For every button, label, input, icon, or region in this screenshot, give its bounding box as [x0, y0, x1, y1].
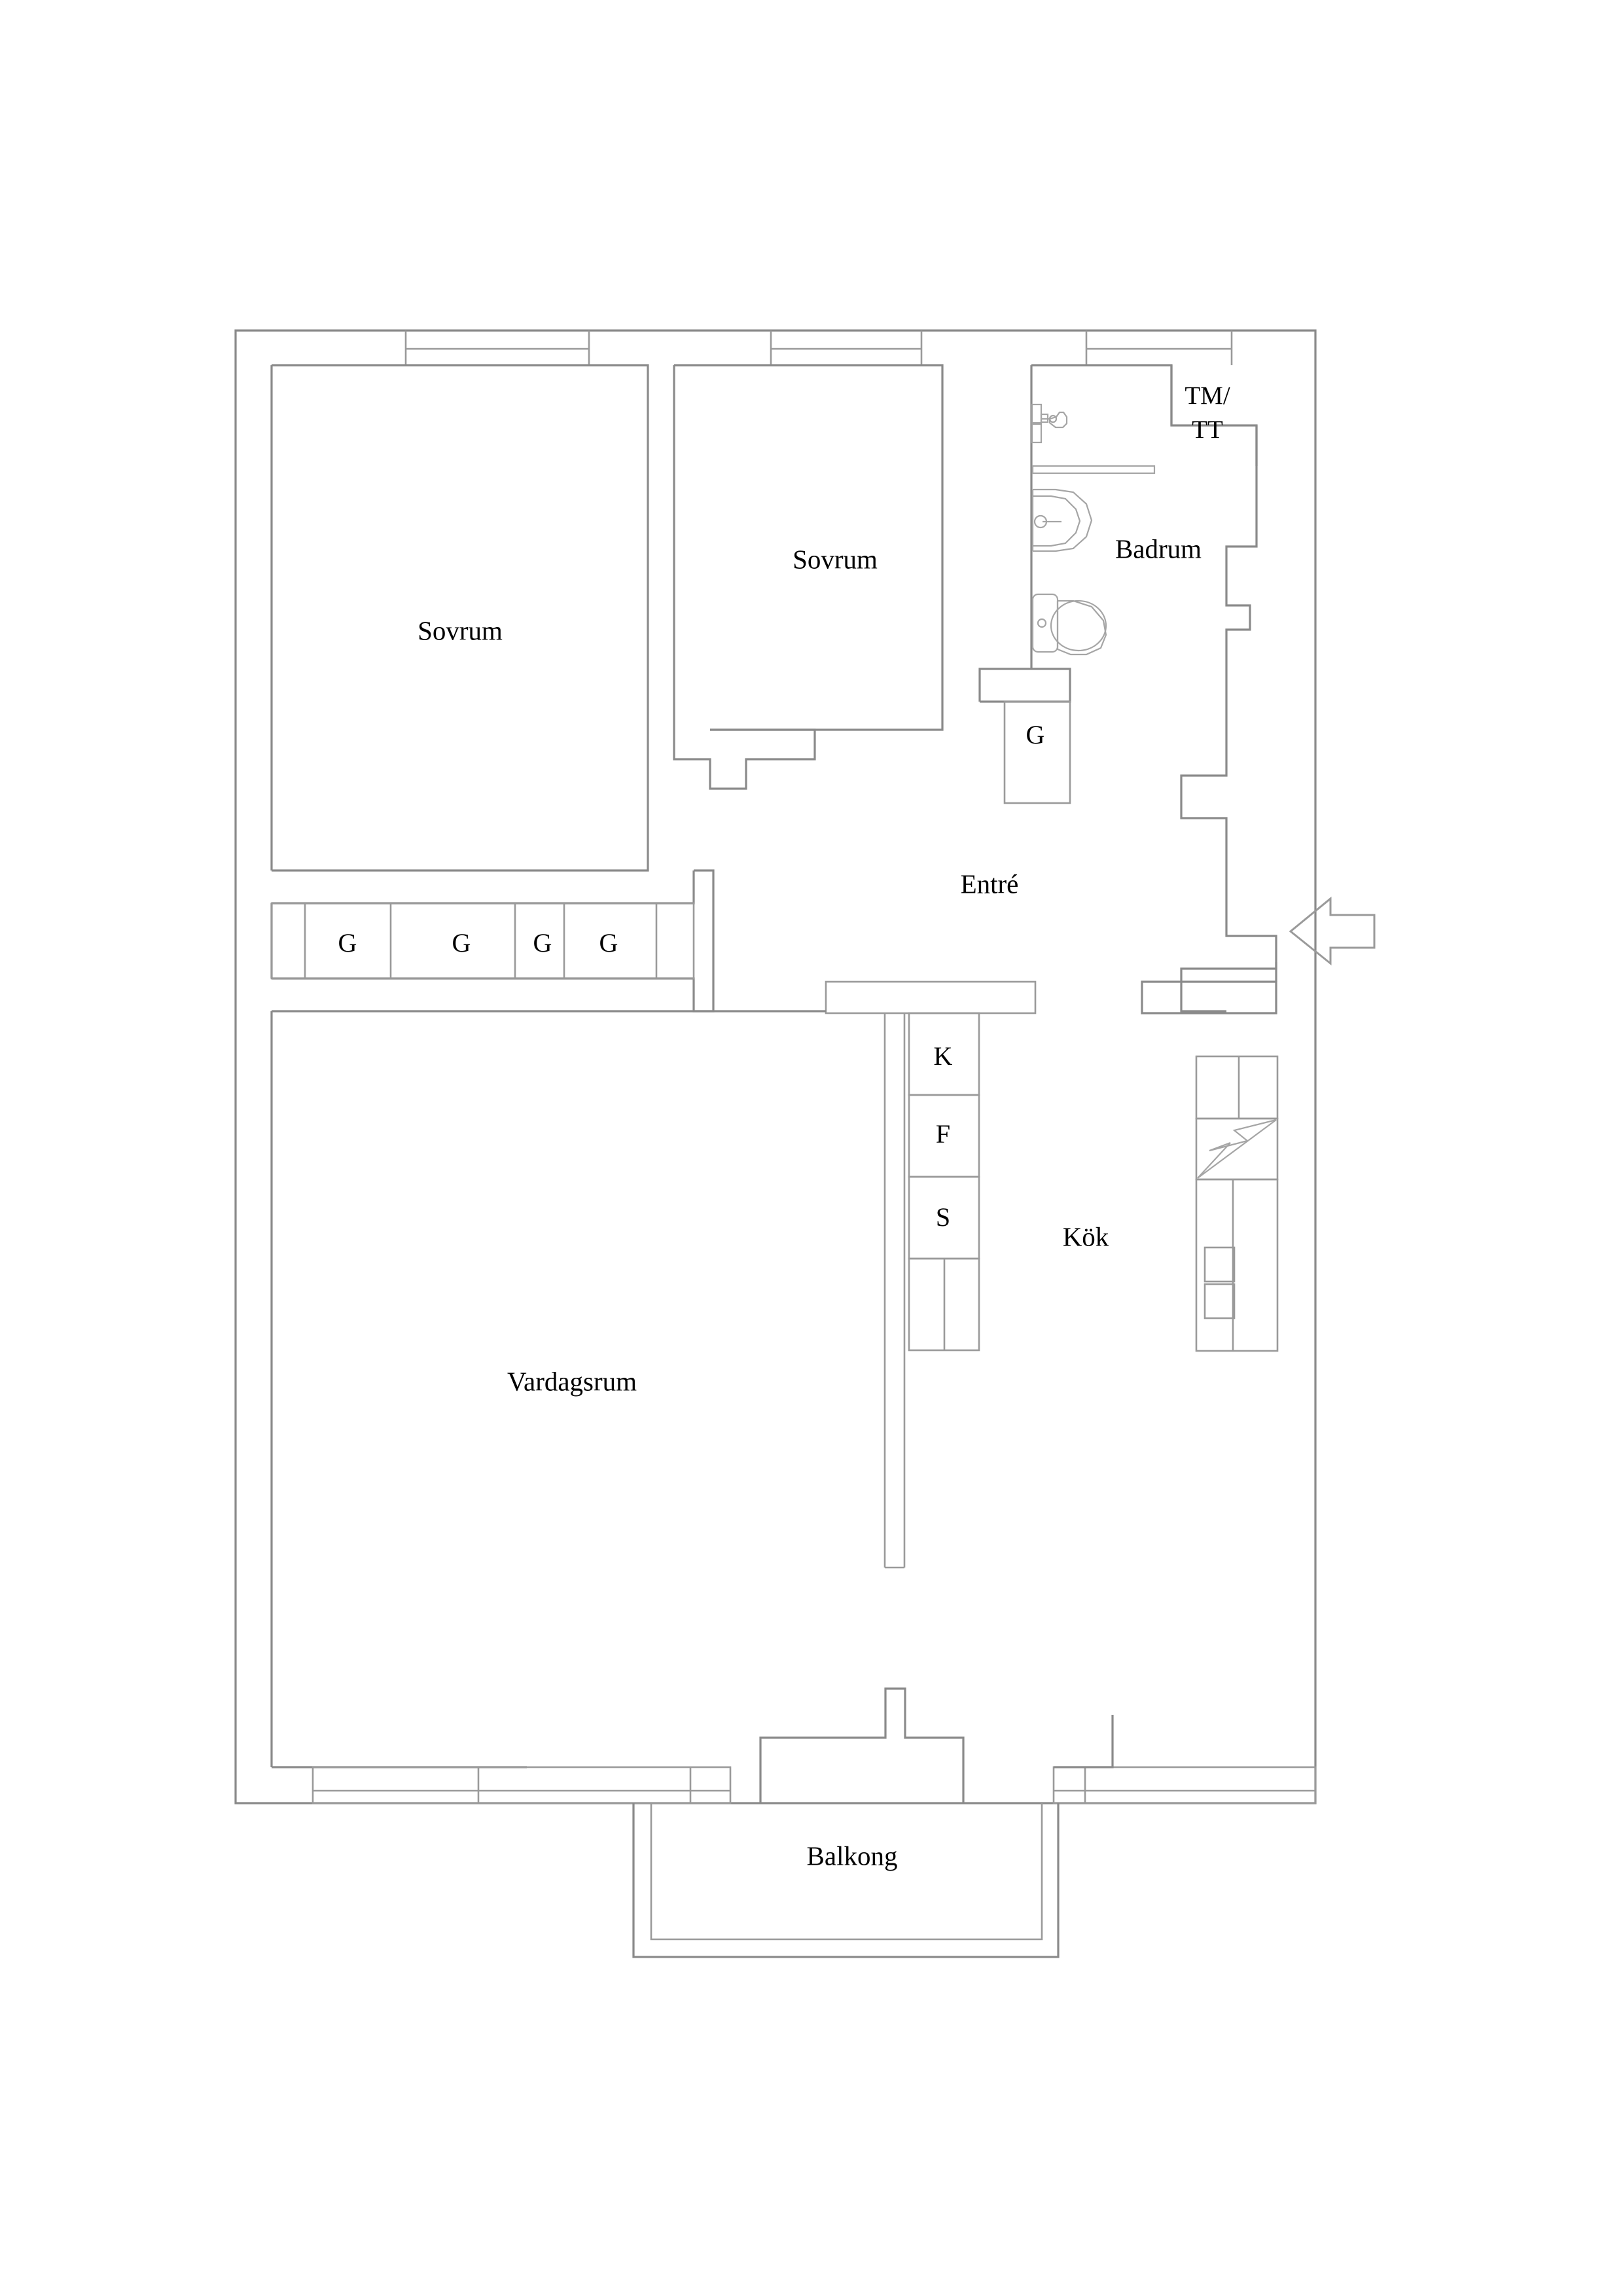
- label-sovrum-1: Sovrum: [418, 615, 503, 645]
- label-tm-line1: TM/: [1185, 382, 1230, 410]
- label-badrum: Badrum: [1115, 533, 1202, 564]
- closet-bank-hall: [270, 902, 695, 980]
- closet-labels: G G G G G: [338, 720, 1045, 958]
- room-balkong: [632, 1803, 1060, 1958]
- label-closet-entry: G: [1026, 720, 1045, 749]
- window-top-2: [770, 331, 923, 365]
- label-closet-hall-2: G: [452, 928, 471, 958]
- window-top-1: [404, 331, 590, 365]
- entry-right-wall: [1180, 726, 1277, 1013]
- label-kok: Kök: [1063, 1221, 1109, 1251]
- shower-icon: [1031, 403, 1068, 444]
- kitchen-partition-wall: [825, 980, 1037, 1569]
- label-balkong: Balkong: [807, 1840, 898, 1871]
- label-entre: Entré: [961, 869, 1019, 899]
- label-tm-tt: TM/ TT: [1185, 382, 1230, 444]
- label-sovrum-2: Sovrum: [793, 544, 878, 574]
- label-unit-f: F: [936, 1119, 950, 1149]
- window-bottom-right: [1052, 1766, 1317, 1804]
- balcony-door-jamb: [759, 1687, 965, 1803]
- kitchen-unit-column: [908, 1012, 980, 1352]
- window-bottom-left: [312, 1766, 732, 1804]
- label-vardagsrum: Vardagsrum: [507, 1366, 637, 1396]
- room-sovrum-1: [270, 364, 715, 1013]
- label-tt-line2: TT: [1192, 416, 1223, 444]
- room-labels: Sovrum Sovrum Badrum Entré Kök Vardagsru…: [418, 533, 1202, 1871]
- towel-rail-icon: [1031, 465, 1156, 475]
- toilet-icon: [1031, 593, 1107, 656]
- bottom-wall-group: [312, 1687, 1317, 1804]
- kitchen-top-wall-stub: [1141, 962, 1277, 1014]
- label-unit-k: K: [934, 1041, 953, 1071]
- label-closet-hall-1: G: [338, 928, 357, 958]
- label-closet-hall-4: G: [599, 928, 618, 958]
- window-top-3: [1085, 331, 1233, 365]
- window-group-top: [404, 331, 1233, 365]
- room-sovrum-2: [673, 364, 944, 790]
- label-closet-hall-3: G: [533, 928, 552, 958]
- label-unit-s: S: [936, 1202, 950, 1232]
- kitchen-counter-right: [1195, 1055, 1279, 1352]
- sink-icon: [1031, 488, 1093, 552]
- closet-entry-g: [1003, 700, 1071, 804]
- kitchen-unit-labels: K F S: [934, 1041, 953, 1232]
- entry-direction-arrow: [1289, 896, 1376, 966]
